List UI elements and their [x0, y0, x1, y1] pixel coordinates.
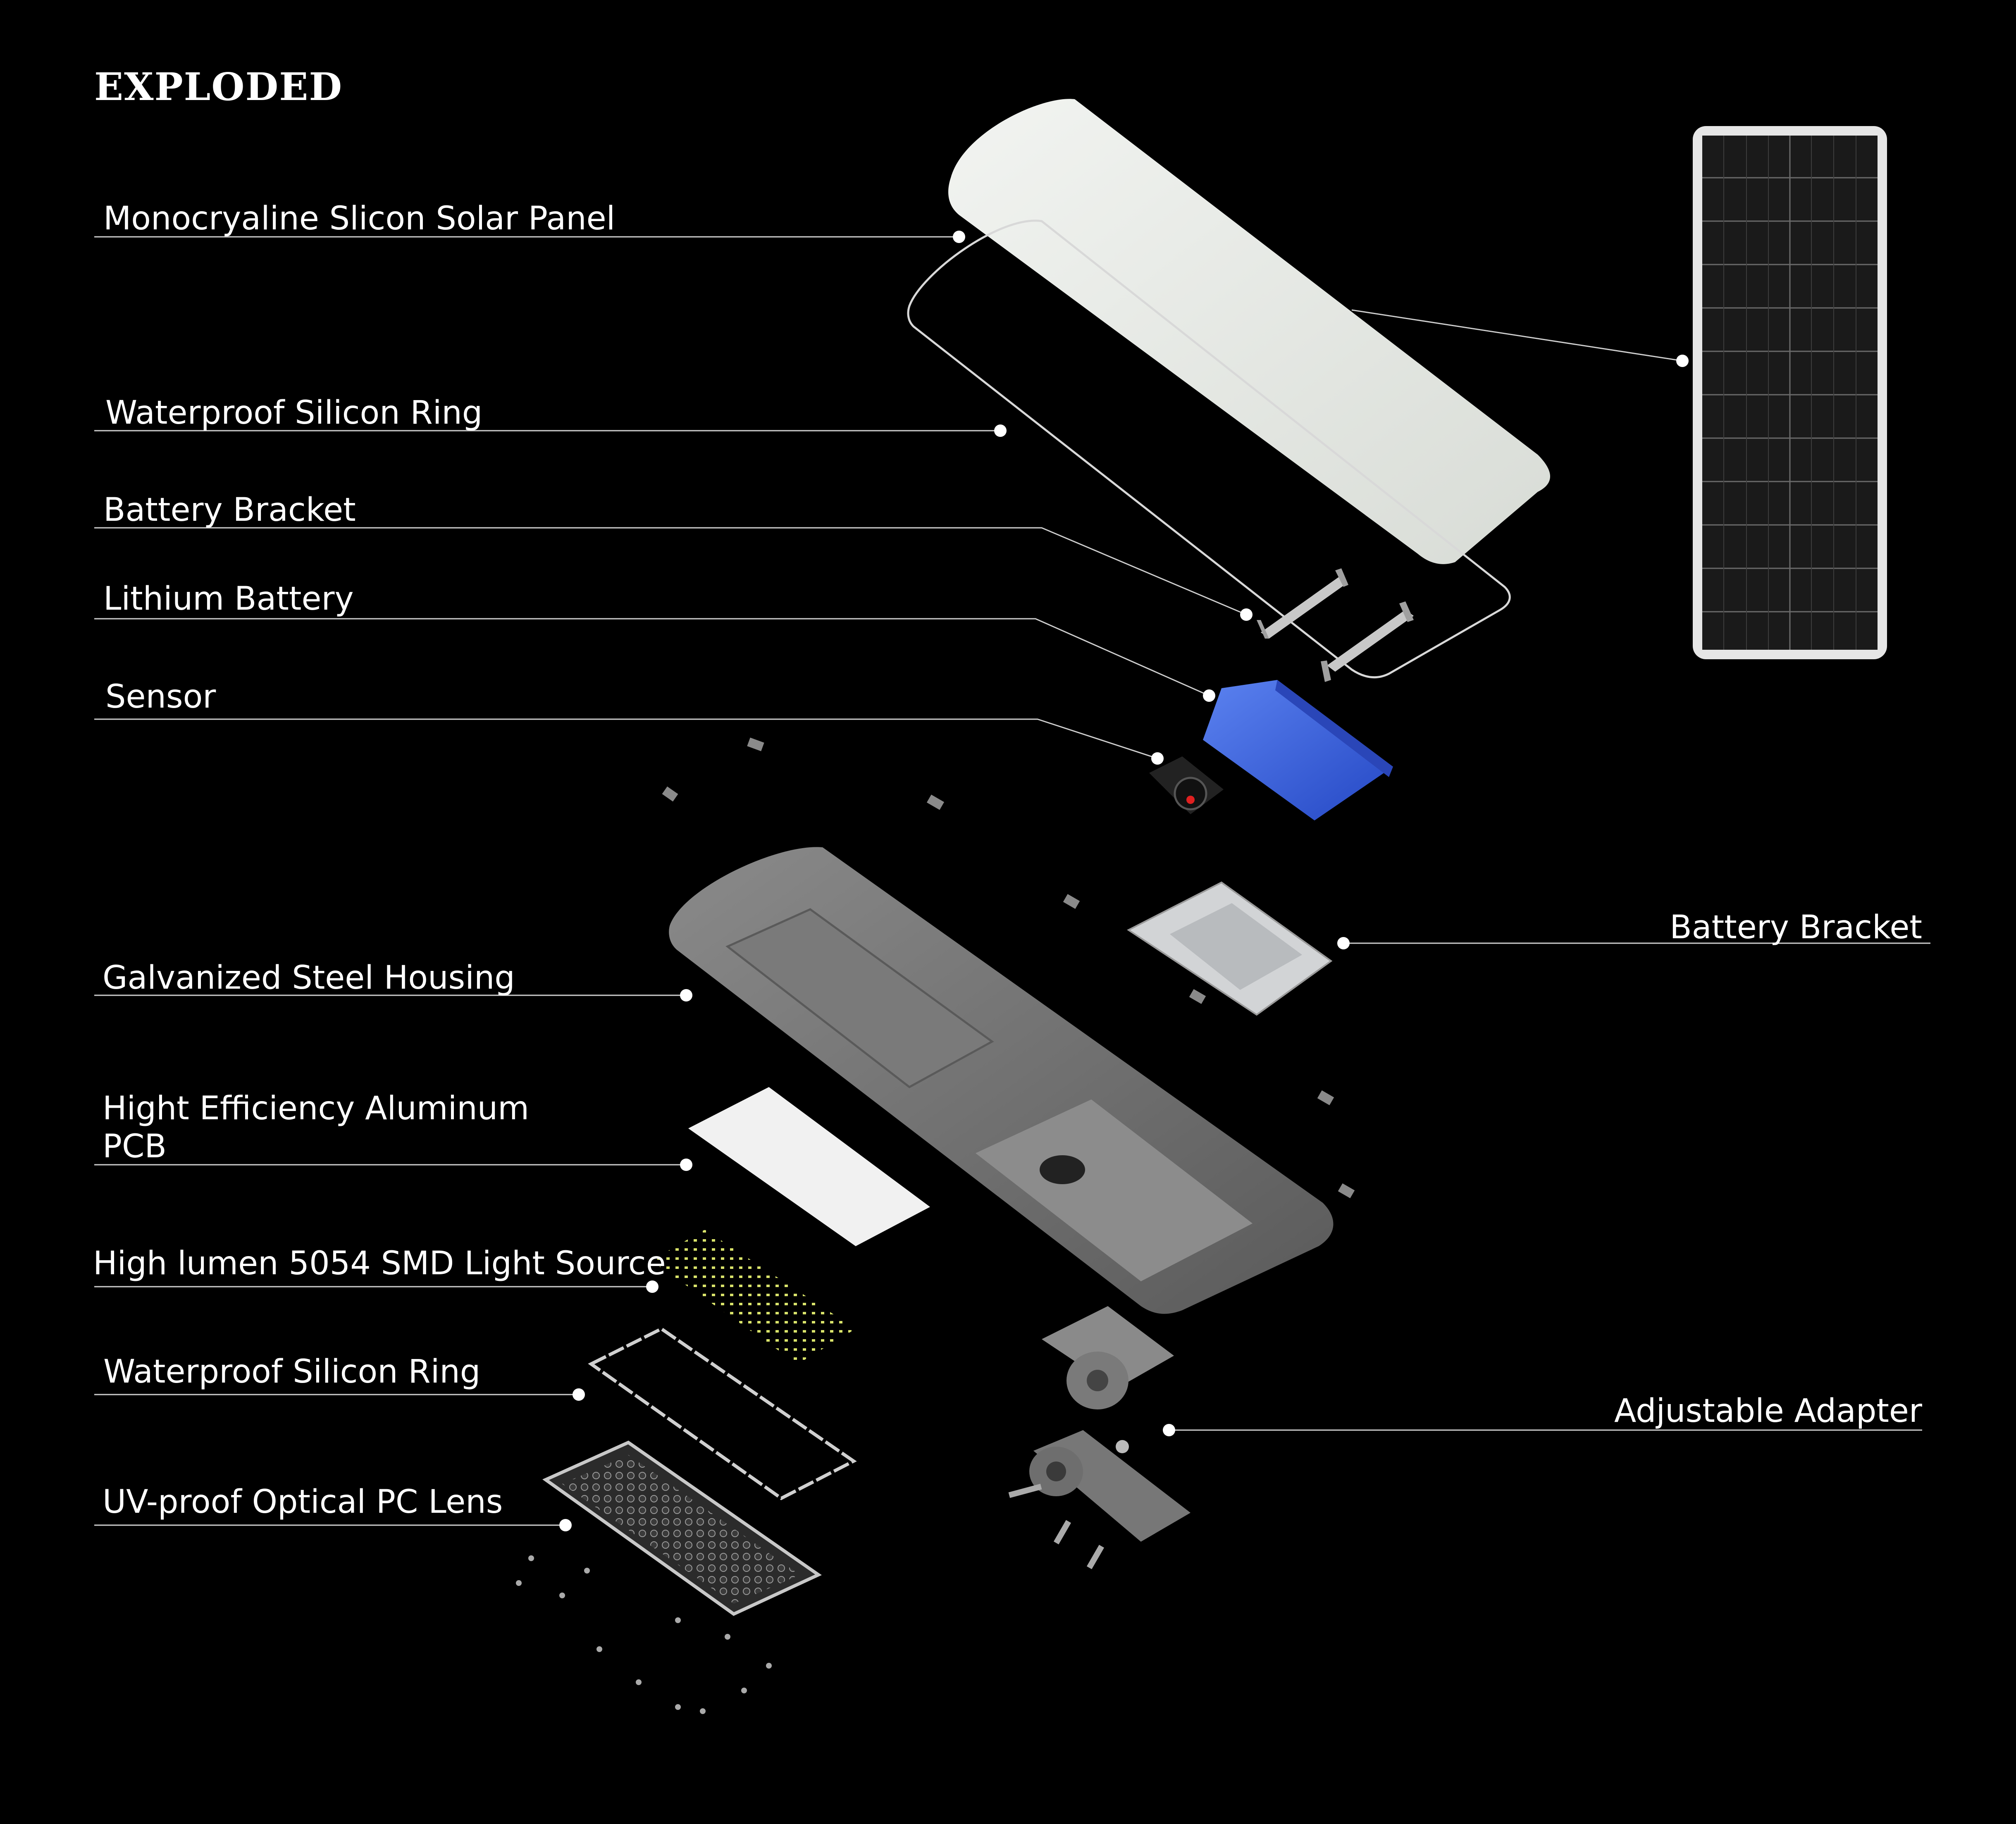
label-battery-bracket-top: Battery Bracket: [103, 491, 356, 529]
label-pcb-line1: Hight Efficiency Aluminum: [103, 1090, 529, 1127]
battery-bracket-right-illustration: [1127, 881, 1333, 1016]
labels: Monocryaline Slicon Solar Panel Waterpro…: [93, 200, 1923, 1521]
lens-screws: [516, 1555, 772, 1714]
label-silicon-ring-top: Waterproof Silicon Ring: [105, 394, 482, 432]
leader-lines: [94, 231, 1930, 1531]
diagram-title: EXPLODED: [94, 64, 343, 109]
battery-bracket-top-illustration: [1257, 568, 1414, 682]
housing-illustration: [669, 847, 1334, 1314]
label-light-source: High lumen 5054 SMD Light Source: [93, 1245, 666, 1282]
lens-illustration: [542, 1440, 822, 1616]
label-housing: Galvanized Steel Housing: [103, 959, 515, 997]
label-lithium-battery: Lithium Battery: [103, 580, 354, 618]
label-pcb-line2: PCB: [103, 1128, 167, 1165]
label-lens: UV-proof Optical PC Lens: [103, 1483, 503, 1521]
label-battery-bracket-right: Battery Bracket: [1670, 909, 1922, 946]
solar-panel-illustration: [948, 99, 1550, 564]
label-sensor: Sensor: [105, 678, 216, 715]
lithium-battery-illustration: [1203, 680, 1393, 823]
silicon-ring-bottom-illustration: [588, 1327, 857, 1500]
adapter-illustration: [1008, 1306, 1191, 1569]
label-solar-panel: Monocryaline Slicon Solar Panel: [103, 200, 615, 237]
screws-scattered: [662, 737, 1355, 1199]
sensor-illustration: [1149, 756, 1224, 814]
pcb-illustration: [688, 1087, 930, 1246]
label-silicon-ring-bottom: Waterproof Silicon Ring: [103, 1353, 480, 1390]
led-light-source-illustration: [651, 1230, 856, 1364]
label-adapter: Adjustable Adapter: [1614, 1392, 1923, 1430]
silicon-ring-top-illustration: [907, 219, 1511, 679]
solar-panel-front-view: [1693, 126, 1887, 659]
